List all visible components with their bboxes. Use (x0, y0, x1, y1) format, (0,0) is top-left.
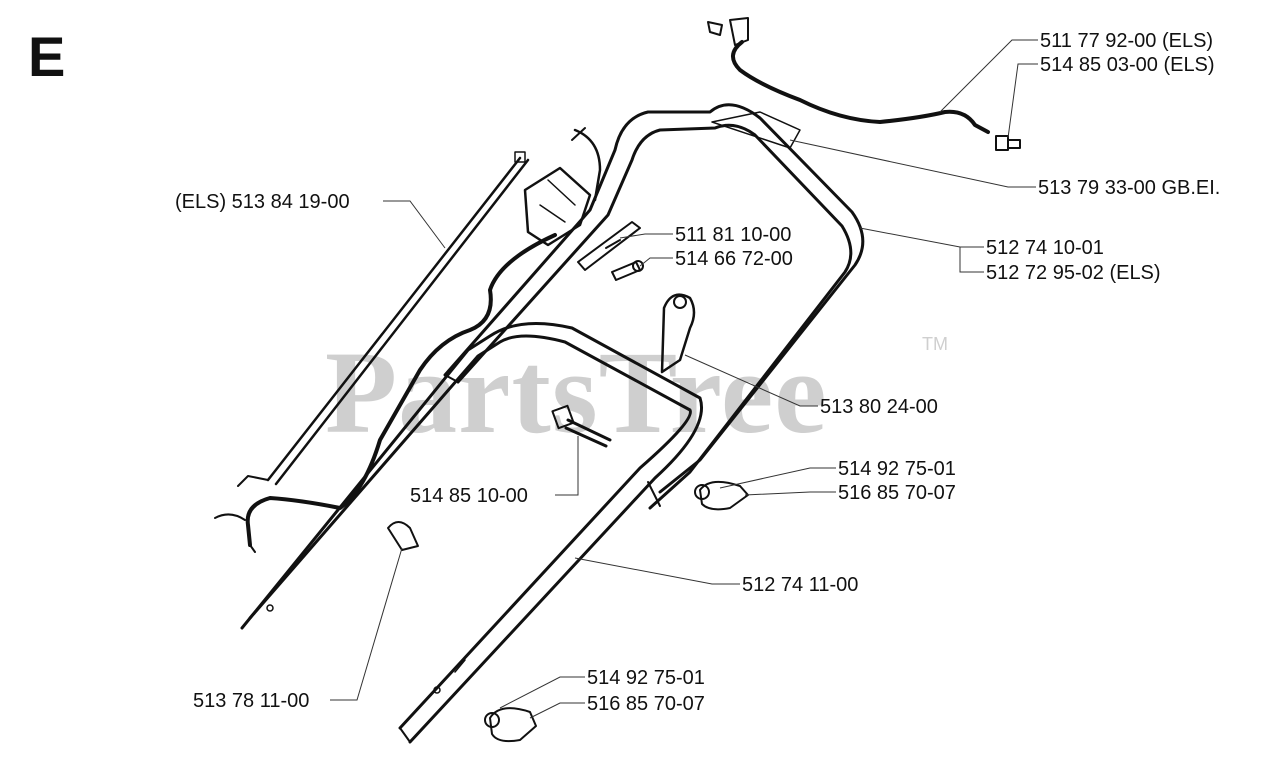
label-upper-handle-a: 512 74 10-01 (986, 237, 1104, 259)
label-knob-mid-b: 516 85 70-07 (838, 482, 956, 504)
section-letter: E (28, 25, 65, 88)
wiring-plug (214, 513, 256, 553)
label-upper-handle-b: 512 72 95-02 (ELS) (986, 262, 1161, 284)
lower-handle (240, 322, 703, 744)
label-screw-upper: 514 85 03-00 (ELS) (1040, 54, 1215, 76)
label-plate-screw: 514 66 72-00 (675, 248, 793, 270)
wiring-harness (245, 233, 557, 547)
label-cable-clip: 513 78 11-00 (193, 690, 309, 712)
label-knob-mid-a: 514 92 75-01 (838, 458, 956, 480)
label-cable-upper: 511 77 92-00 (ELS) (1040, 30, 1213, 52)
decal (711, 111, 801, 149)
control-rod (237, 151, 530, 487)
plate (577, 221, 641, 271)
knob-mid (694, 480, 749, 511)
upper-cable (707, 17, 990, 134)
label-plate: 511 81 10-00 (675, 224, 791, 246)
watermark-trademark: TM (922, 334, 948, 354)
leader-lines (330, 39, 1038, 719)
label-decal: 513 79 33-00 GB.EI. (1038, 177, 1220, 199)
screw-upper (995, 135, 1021, 151)
label-rod: (ELS) 513 84 19-00 (175, 191, 350, 213)
plate-screw (611, 260, 644, 281)
label-knob-low-a: 514 92 75-01 (587, 667, 705, 689)
label-knob-low-b: 516 85 70-07 (587, 693, 705, 715)
label-cable-guide: 513 80 24-00 (820, 396, 938, 418)
bolt (551, 404, 612, 448)
cable-clip (387, 521, 419, 551)
control-box (523, 127, 602, 247)
knob-low (484, 707, 537, 743)
label-lower-handle: 512 74 11-00 (742, 574, 858, 596)
cable-guide (660, 293, 696, 374)
label-bolt: 514 85 10-00 (410, 485, 528, 507)
